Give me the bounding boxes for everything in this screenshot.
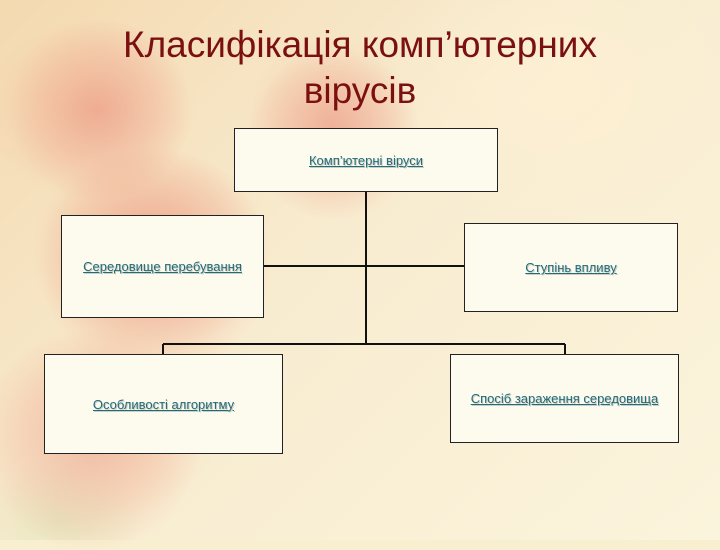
node-label: Особливості алгоритму <box>92 396 235 412</box>
node-label: Спосіб зараження середовища <box>470 391 659 406</box>
node-label: Середовище перебування <box>83 259 242 274</box>
node-label: Ступінь впливу <box>525 260 617 275</box>
title-line-2: вірусів <box>303 70 417 111</box>
node-infection-method: Спосіб зараження середовища <box>450 354 679 443</box>
title-line-1: Класифікація комп’ютерних <box>123 24 597 65</box>
node-computer-viruses: Комп’ютерні віруси <box>234 128 498 192</box>
slide-title: Класифікація комп’ютерних вірусів <box>60 22 660 114</box>
node-label: Комп’ютерні віруси <box>308 152 424 168</box>
flower-decoration <box>10 20 190 200</box>
node-environment: Середовище перебування <box>61 215 264 318</box>
node-algorithm-features: Особливості алгоритму <box>44 354 283 454</box>
node-impact-degree: Ступінь впливу <box>464 223 678 312</box>
